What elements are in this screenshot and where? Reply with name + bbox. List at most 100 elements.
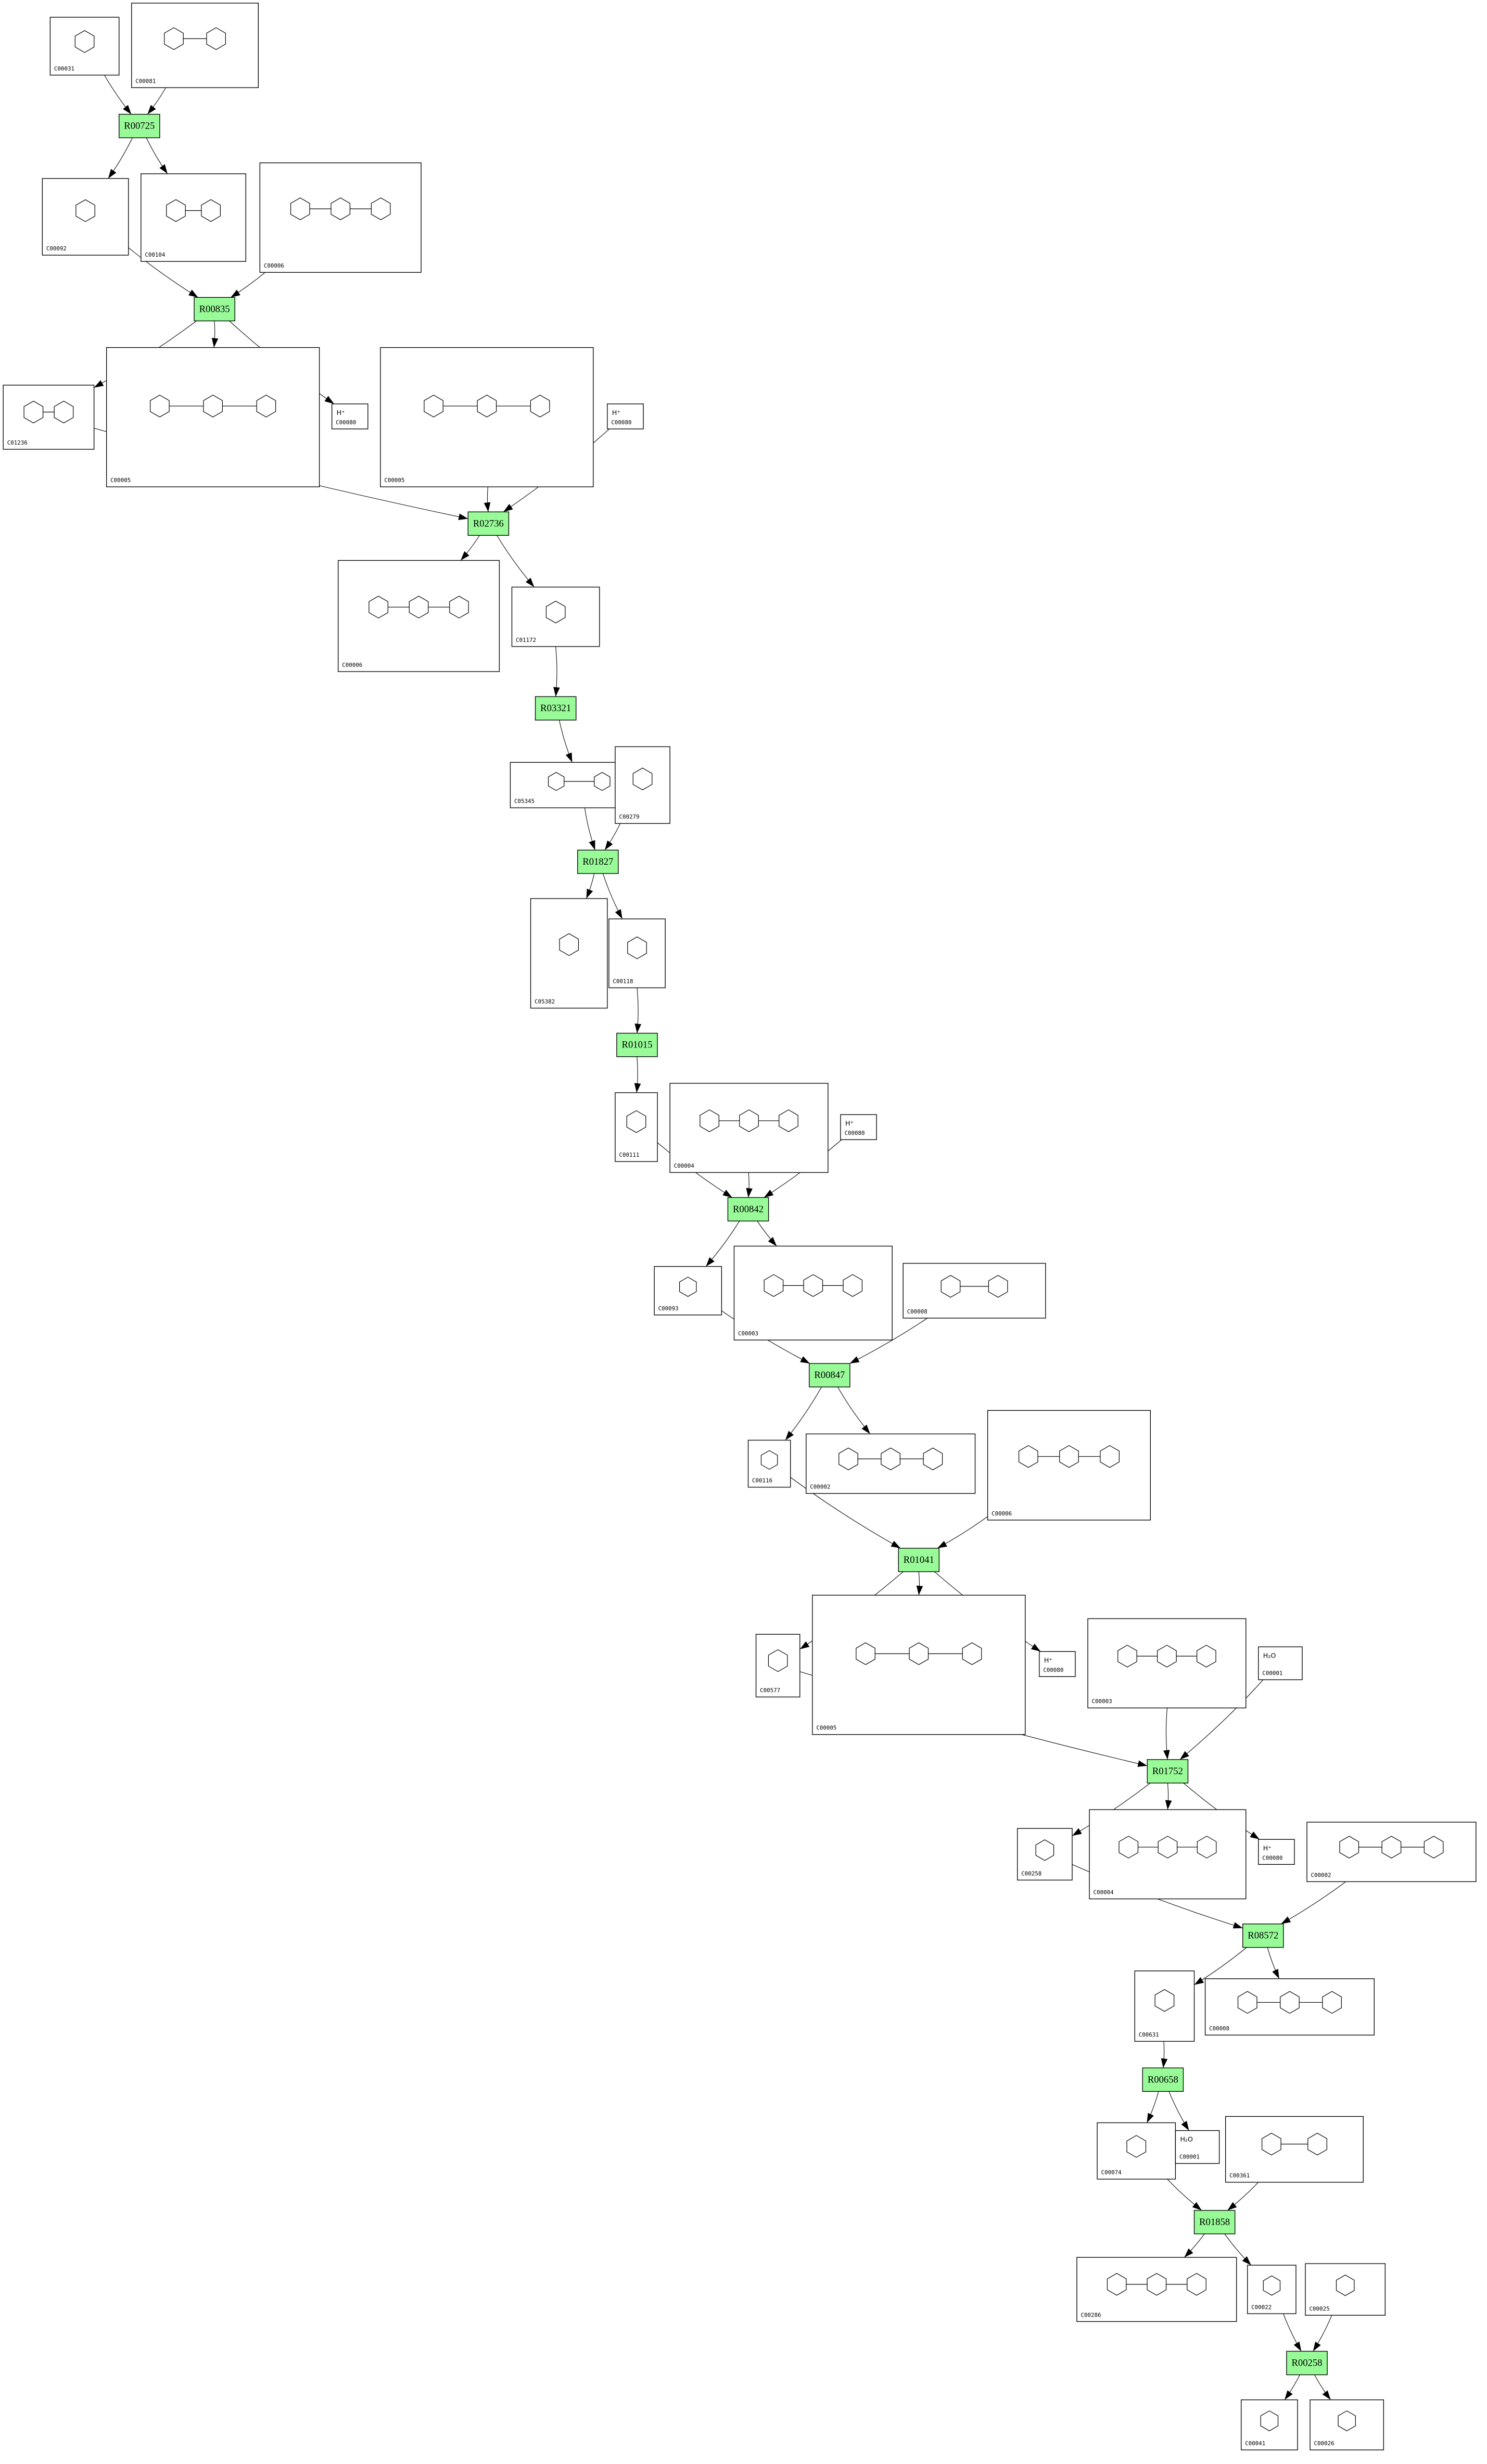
compound-box[interactable] <box>338 560 500 672</box>
compound-box[interactable] <box>1258 1839 1295 1865</box>
compound-box[interactable] <box>1097 2122 1176 2180</box>
compound-box[interactable] <box>1310 2399 1384 2450</box>
compound-node-c00080[interactable]: H⁺C00080 <box>331 403 368 429</box>
reaction-node-r01858[interactable]: R01858 <box>1193 2210 1236 2234</box>
compound-box[interactable] <box>1241 2399 1298 2450</box>
compound-node-c00006[interactable]: C00006 <box>987 1410 1151 1521</box>
reaction-node-r00258[interactable]: R00258 <box>1286 2351 1328 2375</box>
compound-node-c00003[interactable]: C00003 <box>1087 1618 1247 1709</box>
compound-box[interactable] <box>1087 1618 1247 1709</box>
compound-node-c00002[interactable]: C00002 <box>806 1433 976 1494</box>
compound-box[interactable] <box>840 1114 877 1140</box>
compound-box[interactable] <box>1076 2257 1237 2322</box>
compound-node-c01172[interactable]: C01172 <box>511 586 600 647</box>
compound-node-c00080[interactable]: H⁺C00080 <box>1258 1839 1295 1865</box>
reaction-node-r01827[interactable]: R01827 <box>577 850 619 874</box>
reaction-box[interactable] <box>1286 2351 1328 2375</box>
compound-node-c00031[interactable]: C00031 <box>49 17 120 76</box>
reaction-box[interactable] <box>616 1032 658 1057</box>
compound-box[interactable] <box>259 162 422 273</box>
reaction-node-r01752[interactable]: R01752 <box>1147 1759 1189 1784</box>
compound-box[interactable] <box>806 1433 976 1494</box>
compound-box[interactable] <box>1039 1651 1076 1677</box>
compound-node-c05382[interactable]: C05382 <box>530 898 608 1009</box>
compound-box[interactable] <box>530 898 608 1009</box>
compound-node-c00111[interactable]: C00111 <box>615 1092 658 1162</box>
compound-box[interactable] <box>1089 1809 1247 1900</box>
compound-box[interactable] <box>1306 1822 1477 1882</box>
reaction-box[interactable] <box>1193 2210 1236 2234</box>
compound-node-c01236[interactable]: C01236 <box>3 385 95 450</box>
reaction-box[interactable] <box>119 113 160 138</box>
compound-node-c00258[interactable]: C00258 <box>1017 1828 1073 1881</box>
compound-node-c00286[interactable]: C00286 <box>1076 2257 1237 2322</box>
compound-node-c00002[interactable]: C00002 <box>1306 1822 1477 1882</box>
compound-box[interactable] <box>987 1410 1151 1521</box>
compound-box[interactable] <box>607 403 644 429</box>
compound-box[interactable] <box>1247 2265 1297 2315</box>
compound-node-c00074[interactable]: C00074 <box>1097 2122 1176 2180</box>
compound-node-c00104[interactable]: C00104 <box>141 173 246 262</box>
compound-box[interactable] <box>331 403 368 429</box>
compound-node-c00118[interactable]: C00118 <box>608 918 666 989</box>
reaction-box[interactable] <box>535 696 577 721</box>
reaction-node-r01015[interactable]: R01015 <box>616 1032 658 1057</box>
reaction-box[interactable] <box>577 850 619 874</box>
compound-node-c00092[interactable]: C00092 <box>42 178 129 256</box>
reaction-node-r03321[interactable]: R03321 <box>535 696 577 721</box>
reaction-box[interactable] <box>898 1548 940 1572</box>
reaction-box[interactable] <box>467 511 510 536</box>
compound-node-c00008[interactable]: C00008 <box>1204 1978 1375 2036</box>
compound-box[interactable] <box>1175 2130 1220 2164</box>
reaction-box[interactable] <box>1242 1923 1284 1948</box>
compound-node-c00631[interactable]: C00631 <box>1134 1970 1195 2042</box>
compound-box[interactable] <box>669 1083 829 1173</box>
compound-node-c00006[interactable]: C00006 <box>259 162 422 273</box>
compound-node-c00005[interactable]: C00005 <box>812 1595 1026 1735</box>
reaction-node-r00725[interactable]: R00725 <box>119 113 160 138</box>
compound-box[interactable] <box>1305 2263 1386 2316</box>
compound-node-c00005[interactable]: C00005 <box>380 347 594 487</box>
compound-node-c00081[interactable]: C00081 <box>131 3 259 89</box>
compound-box[interactable] <box>42 178 129 256</box>
compound-node-c00003[interactable]: C00003 <box>733 1245 893 1341</box>
reaction-node-r00847[interactable]: R00847 <box>809 1363 850 1387</box>
compound-node-c00022[interactable]: C00022 <box>1247 2265 1297 2315</box>
compound-box[interactable] <box>615 1092 658 1162</box>
compound-box[interactable] <box>49 17 120 76</box>
compound-box[interactable] <box>1258 1646 1303 1680</box>
reaction-node-r00658[interactable]: R00658 <box>1142 2067 1184 2092</box>
reaction-node-r02736[interactable]: R02736 <box>467 511 510 536</box>
compound-node-c00041[interactable]: C00041 <box>1241 2399 1298 2450</box>
compound-box[interactable] <box>131 3 259 89</box>
reaction-box[interactable] <box>194 297 235 322</box>
compound-box[interactable] <box>1134 1970 1195 2042</box>
compound-node-c00008[interactable]: C00008 <box>903 1262 1046 1319</box>
compound-box[interactable] <box>654 1266 722 1316</box>
compound-box[interactable] <box>1225 2116 1364 2183</box>
reaction-box[interactable] <box>1142 2067 1184 2092</box>
compound-box[interactable] <box>733 1245 893 1341</box>
compound-box[interactable] <box>747 1439 791 1488</box>
compound-node-c00080[interactable]: H⁺C00080 <box>840 1114 877 1140</box>
compound-box[interactable] <box>903 1262 1046 1319</box>
compound-node-c00080[interactable]: H⁺C00080 <box>607 403 644 429</box>
compound-node-c00006[interactable]: C00006 <box>338 560 500 672</box>
compound-box[interactable] <box>608 918 666 989</box>
compound-box[interactable] <box>141 173 246 262</box>
compound-box[interactable] <box>3 385 95 450</box>
compound-node-c00361[interactable]: C00361 <box>1225 2116 1364 2183</box>
reaction-node-r00842[interactable]: R00842 <box>727 1197 769 1222</box>
reaction-box[interactable] <box>1147 1759 1189 1784</box>
compound-node-c00025[interactable]: C00025 <box>1305 2263 1386 2316</box>
reaction-node-r01041[interactable]: R01041 <box>898 1548 940 1572</box>
compound-node-c00093[interactable]: C00093 <box>654 1266 722 1316</box>
compound-node-c00080[interactable]: H⁺C00080 <box>1039 1651 1076 1677</box>
compound-box[interactable] <box>755 1634 800 1698</box>
compound-box[interactable] <box>1204 1978 1375 2036</box>
compound-node-c00026[interactable]: C00026 <box>1310 2399 1384 2450</box>
reaction-box[interactable] <box>727 1197 769 1222</box>
compound-box[interactable] <box>615 746 670 824</box>
